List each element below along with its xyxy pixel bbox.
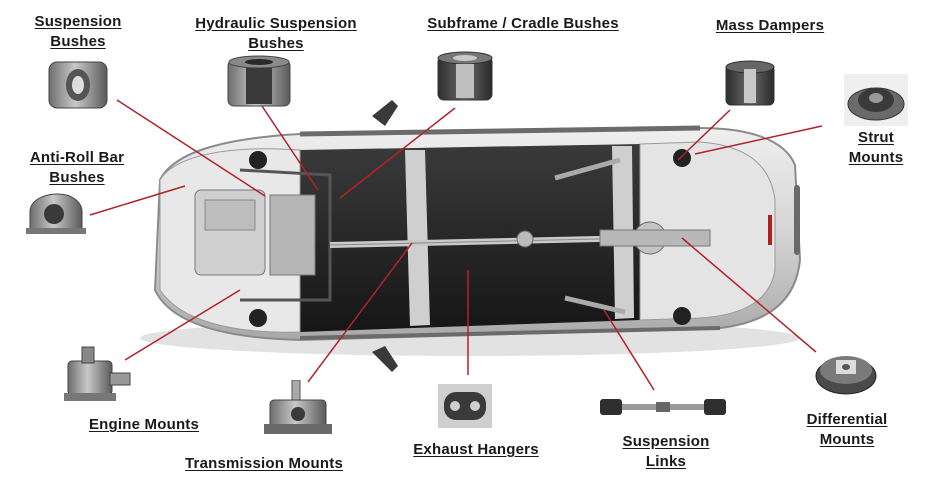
label-exhaust-hangers: Exhaust Hangers: [396, 440, 556, 460]
subframe-bush-icon: [434, 50, 498, 106]
label-suspension-bushes: Suspension Bushes: [18, 12, 138, 52]
strut-mount-icon: [844, 74, 908, 126]
suspension-bush-icon: [45, 58, 113, 114]
label-differential-mounts: Differential Mounts: [792, 410, 902, 450]
mass-damper-icon: [722, 55, 780, 111]
label-strut-mounts: Strut Mounts: [836, 128, 916, 168]
differential-mount-icon: [812, 346, 880, 396]
label-mass-dampers: Mass Dampers: [704, 16, 836, 36]
engine-mount-icon: [58, 345, 134, 405]
hydraulic-bush-icon: [224, 54, 296, 112]
label-hydraulic-suspension-bushes: Hydraulic Suspension Bushes: [176, 14, 376, 54]
suspension-link-icon: [600, 393, 728, 421]
label-transmission-mounts: Transmission Mounts: [164, 454, 364, 474]
label-engine-mounts: Engine Mounts: [70, 415, 218, 435]
label-suspension-links: Suspension Links: [606, 432, 726, 472]
label-subframe-cradle-bushes: Subframe / Cradle Bushes: [405, 14, 641, 34]
exhaust-hanger-icon: [438, 384, 492, 428]
label-anti-roll-bar-bushes: Anti-Roll Bar Bushes: [12, 148, 142, 188]
anti-roll-bar-bush-icon: [24, 190, 88, 238]
car-body: [140, 100, 800, 372]
transmission-mount-icon: [262, 380, 334, 440]
